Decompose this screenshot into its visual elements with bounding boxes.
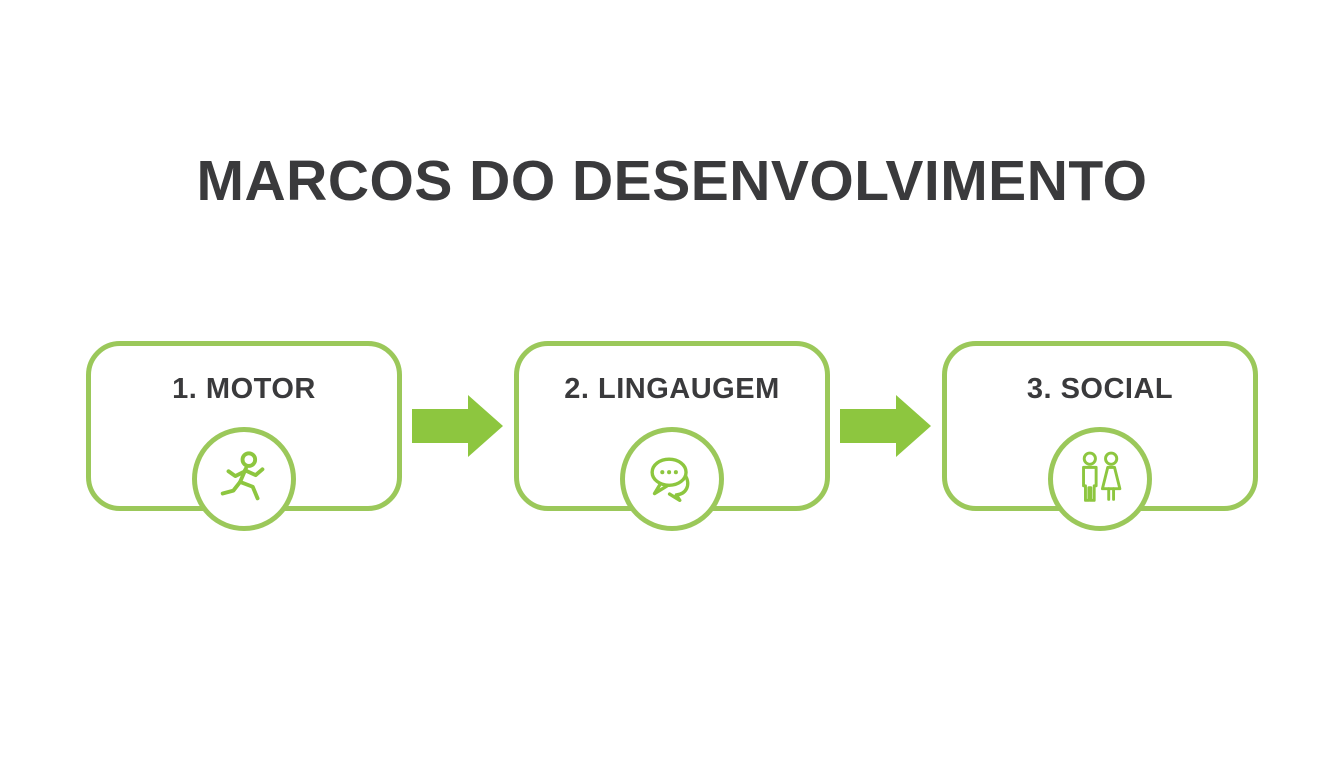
milestones-flow: 1. MOTOR bbox=[0, 340, 1344, 531]
icon-circle bbox=[1048, 426, 1152, 531]
step-label: 2. LINGAUGEM bbox=[564, 372, 780, 405]
icon-circle bbox=[620, 426, 724, 531]
speech-bubbles-icon bbox=[641, 448, 703, 510]
runner-icon bbox=[213, 448, 275, 510]
arrow-right-icon bbox=[840, 394, 932, 458]
step-card-motor: 1. MOTOR bbox=[86, 340, 402, 531]
step-card-linguagem: 2. LINGAUGEM bbox=[514, 340, 830, 531]
step-card-social: 3. SOCIAL bbox=[942, 340, 1258, 531]
page: MARCOS DO DESENVOLVIMENTO 1. MOTOR bbox=[0, 150, 1344, 768]
step-label: 1. MOTOR bbox=[172, 372, 316, 405]
page-title: MARCOS DO DESENVOLVIMENTO bbox=[196, 149, 1148, 213]
man-woman-icon bbox=[1069, 448, 1131, 510]
icon-circle bbox=[192, 426, 296, 531]
step-label: 3. SOCIAL bbox=[1026, 372, 1174, 405]
arrow-right-icon bbox=[412, 394, 504, 458]
